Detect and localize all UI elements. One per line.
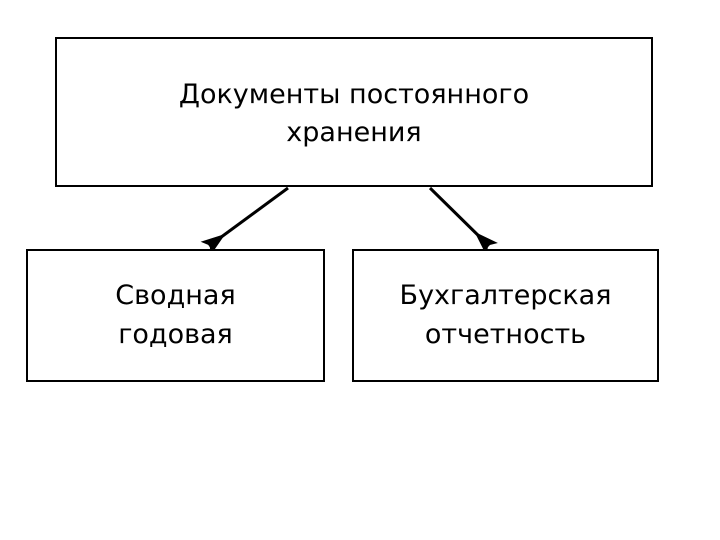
node-label-left: Сводная годовая xyxy=(115,280,236,350)
node-consolidated-annual[interactable]: Сводная годовая xyxy=(26,249,325,382)
node-label-right: Бухгалтерская отчетность xyxy=(399,280,612,350)
node-label-root: Документы постоянного хранения xyxy=(178,78,530,148)
edge-root-to-left xyxy=(200,186,289,256)
edge-root-to-right xyxy=(428,186,498,255)
node-accounting-reports[interactable]: Бухгалтерская отчетность xyxy=(352,249,659,382)
node-documents-permanent-storage[interactable]: Документы постоянного хранения xyxy=(55,37,653,187)
